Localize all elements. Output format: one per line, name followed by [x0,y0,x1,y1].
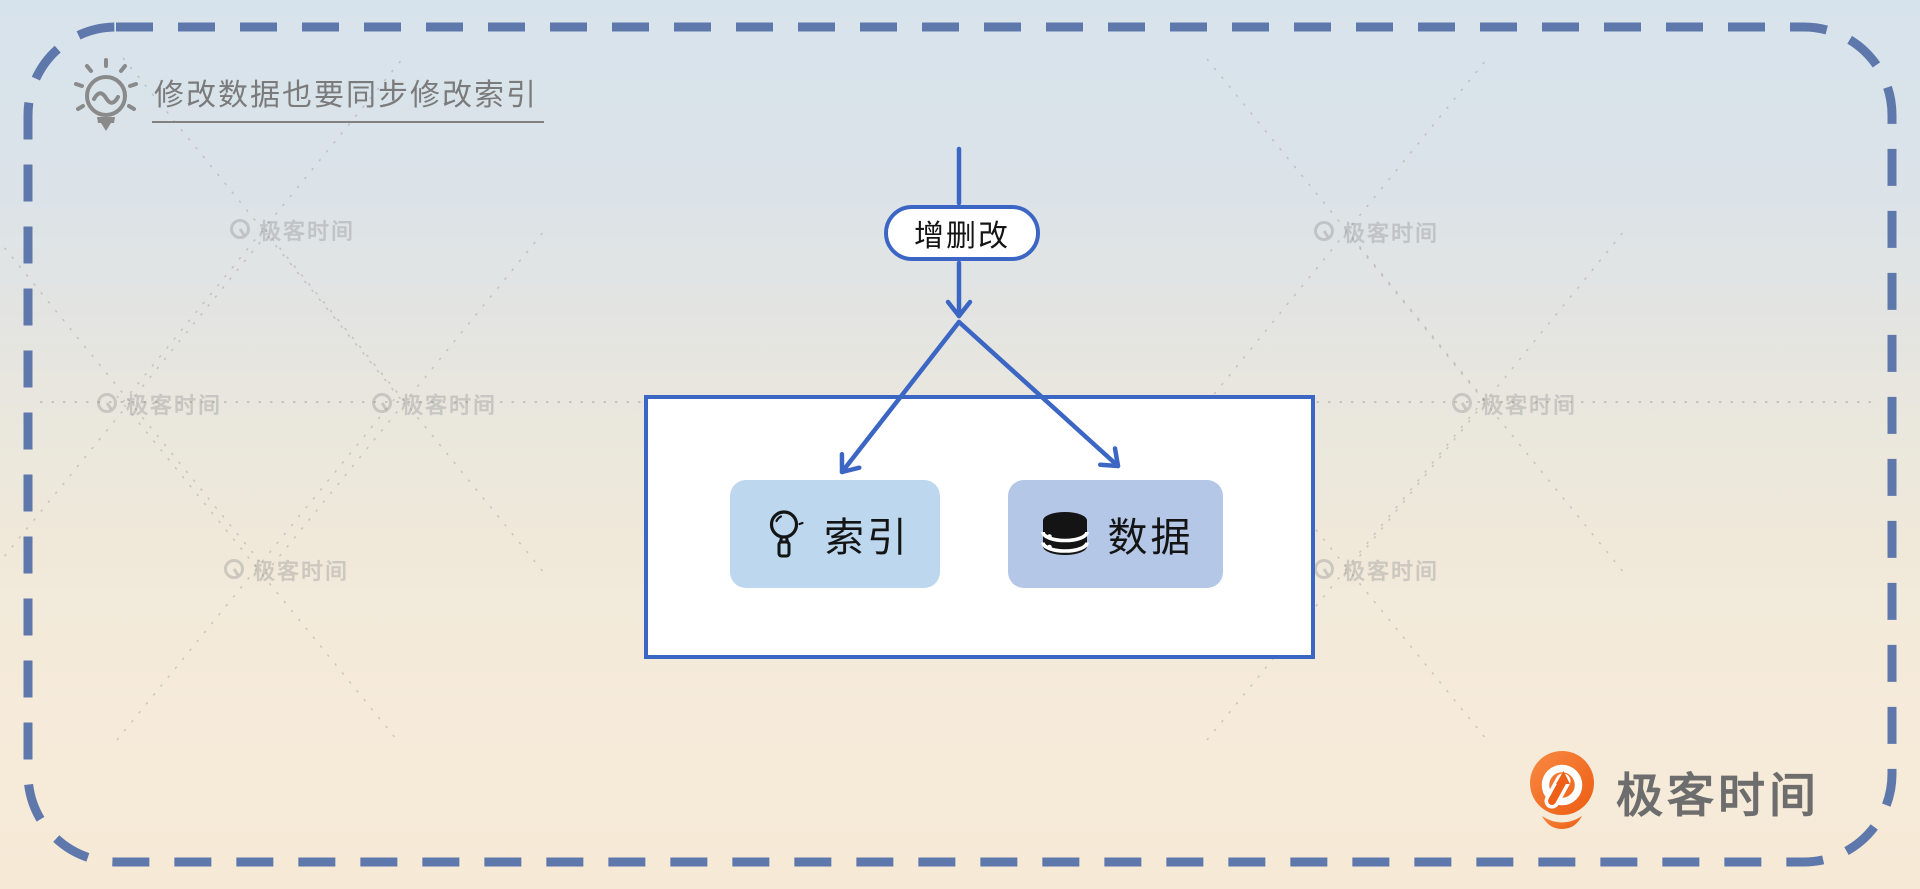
data-node-label: 数据 [1107,516,1194,560]
crud-pill: 增删改 [884,205,1040,261]
geektime-logo-text: 极客时间 [1616,768,1820,822]
crud-pill-label: 增删改 [914,220,1010,253]
magnifier-icon [769,510,804,558]
database-icon [1040,512,1089,555]
data-node: 数据 [1008,480,1223,588]
index-node-label: 索引 [824,516,910,560]
brand-logo: 极客时间 [1524,748,1820,834]
geektime-logo-icon [1530,751,1594,829]
lightbulb-icon [74,58,138,131]
note: 修改数据也要同步修改索引 [74,56,544,140]
index-node: 索引 [730,480,940,588]
note-title: 修改数据也要同步修改索引 [152,56,544,123]
